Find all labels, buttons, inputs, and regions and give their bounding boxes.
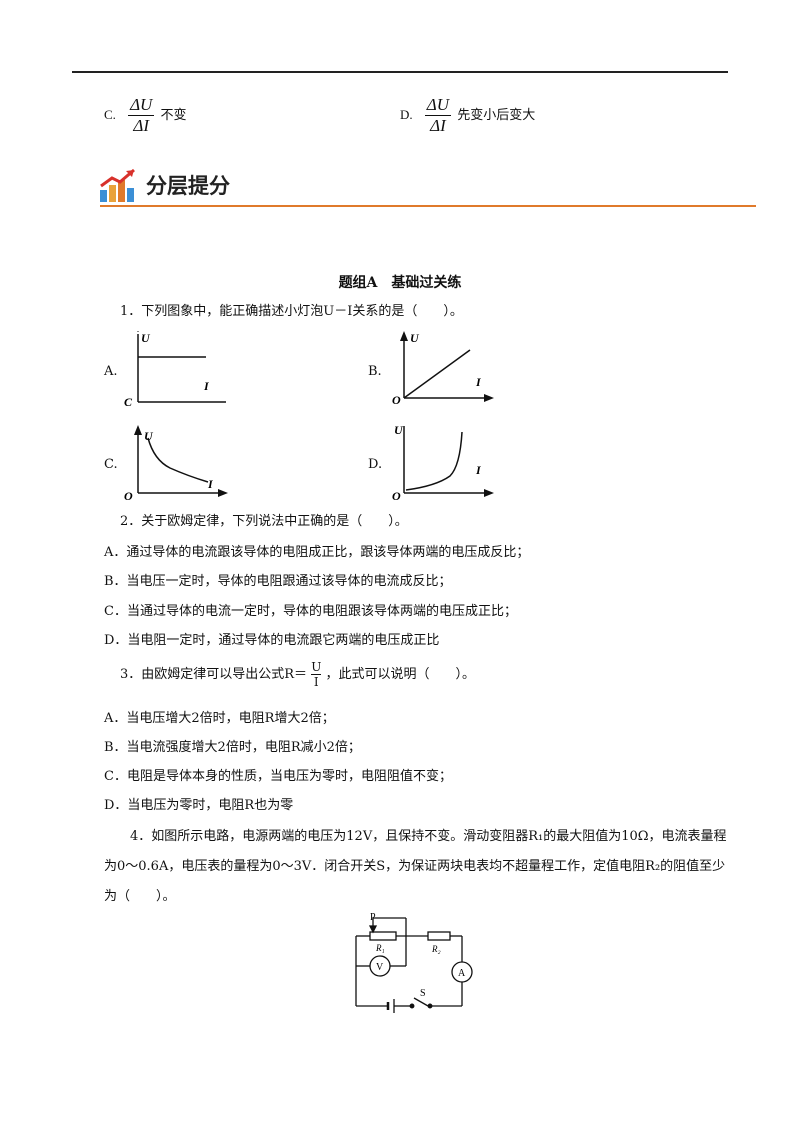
r1-resistor (369, 931, 397, 941)
option-letter: D. (400, 107, 413, 122)
q3-stem: 3．由欧姆定律可以导出公式R＝ U I ，此式可以说明（ ）。 (120, 660, 475, 689)
q1-label-d: D. (368, 457, 383, 472)
axis-i-label: I (475, 463, 482, 477)
delta-fraction: ΔU ΔI (424, 95, 452, 135)
section-rule (100, 205, 756, 207)
origin-label: O (392, 489, 401, 502)
graph-d: U I O (392, 423, 494, 502)
axis-i-label: I (475, 375, 482, 389)
q3-stem-pre: 3．由欧姆定律可以导出公式R＝ (120, 667, 308, 682)
circuit-diagram: P R₁ R₂ V A S (355, 912, 473, 1013)
q2-option-d: D．当电阻一定时，通过导体的电流跟它两端的电压成正比 (104, 633, 440, 648)
q4-text: 4．如图所示电路，电源两端的电压为12V，且保持不变。滑动变阻器R₁的最大阻值为… (104, 829, 727, 904)
axis-i-label: I (203, 379, 210, 393)
graph-a: U I C (124, 331, 226, 408)
switch-label: S (420, 988, 426, 999)
origin-label: C (124, 395, 133, 408)
axis-u-label: U (141, 331, 151, 345)
ammeter-label: A (458, 968, 466, 979)
q3-option-a: A．当电压增大2倍时，电阻R增大2倍； (104, 711, 335, 726)
q3-stem-post: ，此式可以说明（ ）。 (325, 667, 475, 682)
section-title: 分层提分 (146, 174, 230, 198)
graph-c: U I O (124, 425, 228, 502)
axis-i-label: I (207, 477, 214, 491)
axis-u-label: U (144, 429, 154, 443)
origin-label: O (124, 489, 133, 502)
r2-resistor (427, 931, 451, 941)
top-option-c: C. ΔU ΔI 不变 (104, 95, 186, 136)
option-text: 先变小后变大 (457, 108, 536, 123)
top-option-d: D. ΔU ΔI 先变小后变大 (400, 95, 535, 136)
q1-label-b: B. (368, 364, 382, 379)
q3-option-b: B．当电流强度增大2倍时，电阻R减小2倍； (104, 740, 361, 755)
option-letter: C. (104, 107, 116, 122)
q2-option-c: C．当通过导体的电流一定时，导体的电阻跟该导体两端的电压成正比； (104, 604, 517, 619)
q1-stem: 1．下列图象中，能正确描述小灯泡U－I关系的是（ ）。 (120, 304, 463, 319)
origin-label: O (392, 393, 401, 407)
header-rule (72, 71, 728, 73)
q2-option-b: B．当电压一定时，导体的电阻跟通过该导体的电流成反比； (104, 574, 452, 589)
voltmeter-label: V (376, 962, 384, 973)
slider-label: P (370, 912, 376, 923)
formula-fraction: U I (311, 660, 322, 689)
option-text: 不变 (160, 108, 187, 123)
q1-label-a: A. (104, 364, 118, 379)
q2-stem: 2．关于欧姆定律，下列说法中正确的是（ ）。 (120, 514, 408, 529)
r1-label: R₁ (375, 943, 385, 953)
r2-label: R₂ (431, 944, 441, 954)
q1-label-c: C. (104, 457, 118, 472)
graph-b: U I O (392, 331, 494, 407)
q2-option-a: A．通过导体的电流跟该导体的电阻成正比，跟该导体两端的电压成反比； (104, 545, 530, 560)
group-title: 题组A 基础过关练 (338, 275, 462, 291)
axis-u-label: U (410, 331, 420, 345)
q3-option-d: D．当电压为零时，电阻R也为零 (104, 798, 294, 813)
bar-chart-icon (100, 168, 135, 202)
q3-option-c: C．电阻是导体本身的性质，当电压为零时，电阻阻值不变； (104, 769, 452, 784)
axis-u-label: U (394, 423, 404, 437)
delta-fraction: ΔU ΔI (128, 95, 155, 135)
